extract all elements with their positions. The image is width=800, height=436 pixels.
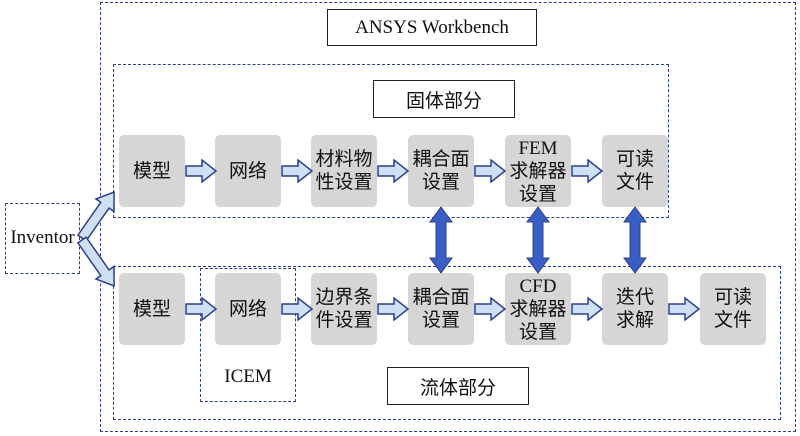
- coupling-arrow-solver: [526, 206, 550, 274]
- solid-node-output: 可读 文件: [602, 135, 668, 207]
- arrow-solid-4: [474, 159, 506, 183]
- icem-frame: [200, 268, 296, 402]
- arrow-solid-3: [377, 159, 409, 183]
- solid-node-coupling: 耦合面 设置: [408, 135, 474, 207]
- fluid-node-output: 可读 文件: [700, 273, 766, 345]
- arrow-inventor-solid: [72, 185, 124, 246]
- fluid-label: 流体部分: [387, 367, 529, 405]
- fluid-node-cfd-solver: CFD 求解器 设置: [505, 273, 571, 345]
- arrow-fluid-2: [281, 297, 313, 321]
- arrow-solid-1: [185, 159, 217, 183]
- arrow-fluid-5: [571, 297, 603, 321]
- fluid-node-model: 模型: [119, 273, 185, 345]
- solid-node-model: 模型: [119, 135, 185, 207]
- arrow-fluid-4: [474, 297, 506, 321]
- fluid-node-boundary: 边界条 件设置: [311, 273, 377, 345]
- arrow-solid-2: [281, 159, 313, 183]
- arrow-fluid-3: [377, 297, 409, 321]
- fluid-frame: [113, 266, 781, 420]
- coupling-arrow-result: [623, 206, 647, 274]
- inventor-label: Inventor: [10, 227, 75, 248]
- coupling-arrow-interface: [429, 206, 453, 274]
- solid-node-mesh: 网络: [215, 135, 281, 207]
- arrow-fluid-6: [668, 297, 700, 321]
- arrow-solid-5: [571, 159, 603, 183]
- icem-label: ICEM: [224, 366, 272, 387]
- fluid-node-iterate: 迭代 求解: [602, 273, 668, 345]
- inventor-frame: [5, 203, 80, 274]
- fluid-node-coupling: 耦合面 设置: [408, 273, 474, 345]
- solid-label: 固体部分: [373, 80, 515, 118]
- arrow-fluid-1: [185, 297, 217, 321]
- arrow-inventor-fluid: [72, 232, 124, 293]
- workbench-title: ANSYS Workbench: [327, 9, 537, 46]
- solid-frame: [113, 64, 669, 218]
- solid-node-fem-solver: FEM 求解器 设置: [505, 135, 571, 207]
- fluid-node-mesh: 网络: [215, 273, 281, 345]
- solid-node-material: 材料物 性设置: [311, 135, 377, 207]
